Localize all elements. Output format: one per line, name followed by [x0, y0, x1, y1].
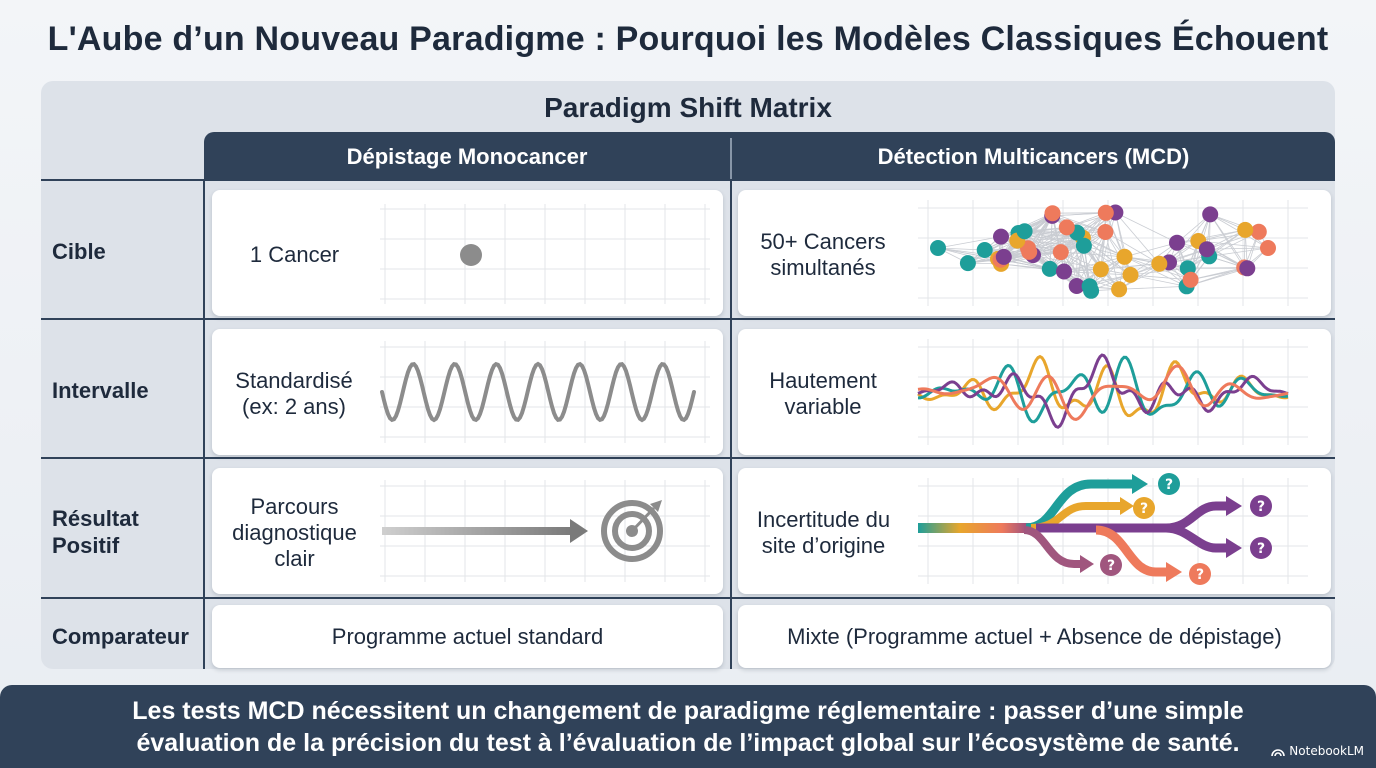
row-label-resultat-positif: Résultat Positif [52, 506, 139, 558]
cell-resultat-mcd: ? ? ? ? ? ? Incertitude du site d’origin… [738, 468, 1331, 594]
network-node [1097, 224, 1114, 240]
grid-background [380, 204, 710, 304]
irregular-waves-icon [917, 353, 1289, 429]
row-label-intervalle: Intervalle [52, 378, 149, 403]
network-node [1260, 240, 1276, 256]
cell-text: Standardisé (ex: 2 ans) [235, 368, 353, 419]
network-node [1116, 248, 1133, 265]
network-node [1083, 282, 1100, 299]
cell-comparateur-mcd: Mixte (Programme actuel + Absence de dép… [738, 605, 1331, 668]
network-node [1237, 221, 1254, 238]
wave-line [918, 355, 1289, 424]
cell-cible-mcd: 50+ Cancers simultanés [738, 190, 1331, 316]
question-mark: ? [1140, 501, 1148, 517]
network-node [1182, 271, 1199, 288]
network-node [930, 240, 946, 256]
network-node [1058, 219, 1075, 236]
matrix-title: Paradigm Shift Matrix [544, 92, 832, 123]
wave-line [917, 353, 1289, 429]
cell-intervalle-mono: Standardisé (ex: 2 ans) [212, 329, 723, 455]
row-label-cible: Cible [52, 239, 106, 264]
network-node [1250, 223, 1267, 240]
question-mark: ? [1196, 567, 1204, 583]
network-node [1198, 241, 1215, 258]
cell-cible-mono: 1 Cancer [212, 190, 723, 316]
network-node [1041, 260, 1058, 277]
cell-text: Hautement variable [769, 368, 877, 419]
column-divider [203, 180, 205, 669]
watermark-text: NotebookLM [1289, 744, 1364, 758]
network-node [1122, 266, 1139, 283]
column-header-monocancer: Dépistage Monocancer [346, 144, 588, 169]
single-dot-icon [460, 244, 482, 266]
arrow-to-target-icon [382, 500, 663, 562]
cell-text: Incertitude du site d’origine [756, 507, 891, 558]
wave-line [917, 364, 1289, 421]
cell-comparateur-mono: Programme actuel standard [212, 605, 723, 668]
network-node [1056, 263, 1072, 280]
network-node [1111, 281, 1128, 298]
network-cluster-icon [930, 204, 1276, 299]
cell-intervalle-mcd: Hautement variable [738, 329, 1331, 455]
branching-question-arrows-icon: ? ? ? ? ? ? [918, 473, 1272, 585]
cell-text: 1 Cancer [249, 242, 340, 267]
notebooklm-logo-icon [1271, 749, 1286, 757]
network-node [1202, 206, 1219, 223]
network-node [1021, 243, 1038, 260]
footer-banner [0, 685, 1376, 768]
cell-text: 50+ Cancers simultanés [760, 229, 886, 280]
row-divider [41, 318, 1335, 320]
network-node [1169, 234, 1185, 251]
cell-text: Programme actuel standard [331, 624, 604, 649]
row-divider [41, 597, 1335, 599]
network-node [1044, 205, 1061, 222]
cell-text: Mixte (Programme actuel + Absence de dép… [787, 624, 1282, 649]
cell-text: Parcours diagnostique clair [232, 494, 357, 571]
network-node [1097, 204, 1114, 221]
network-node [1052, 244, 1069, 261]
column-divider [730, 180, 732, 669]
footer-text: Les tests MCD nécessitent un changement … [132, 697, 1244, 757]
network-node [1092, 261, 1109, 278]
page-title: L'Aube d’un Nouveau Paradigme : Pourquoi… [47, 20, 1329, 58]
regular-wave-icon [380, 361, 696, 423]
network-node [959, 255, 976, 272]
network-node [1016, 223, 1033, 240]
question-mark: ? [1165, 477, 1173, 493]
network-node [993, 228, 1009, 245]
question-mark: ? [1107, 558, 1115, 574]
question-mark: ? [1257, 499, 1265, 515]
question-mark: ? [1257, 541, 1265, 557]
column-separator [730, 138, 732, 180]
network-node [1151, 255, 1168, 272]
column-header-mcd: Détection Multicancers (MCD) [877, 144, 1190, 169]
column-header-bar [204, 132, 1335, 180]
row-divider [41, 457, 1335, 459]
network-node [1239, 260, 1256, 277]
network-node [1068, 278, 1085, 294]
row-label-comparateur: Comparateur [52, 624, 189, 649]
network-node [995, 248, 1012, 265]
cell-resultat-mono: Parcours diagnostique clair [212, 468, 723, 594]
network-node [976, 242, 993, 258]
network-node [1075, 237, 1092, 254]
row-divider [41, 179, 1335, 181]
watermark: NotebookLM [1271, 744, 1364, 758]
